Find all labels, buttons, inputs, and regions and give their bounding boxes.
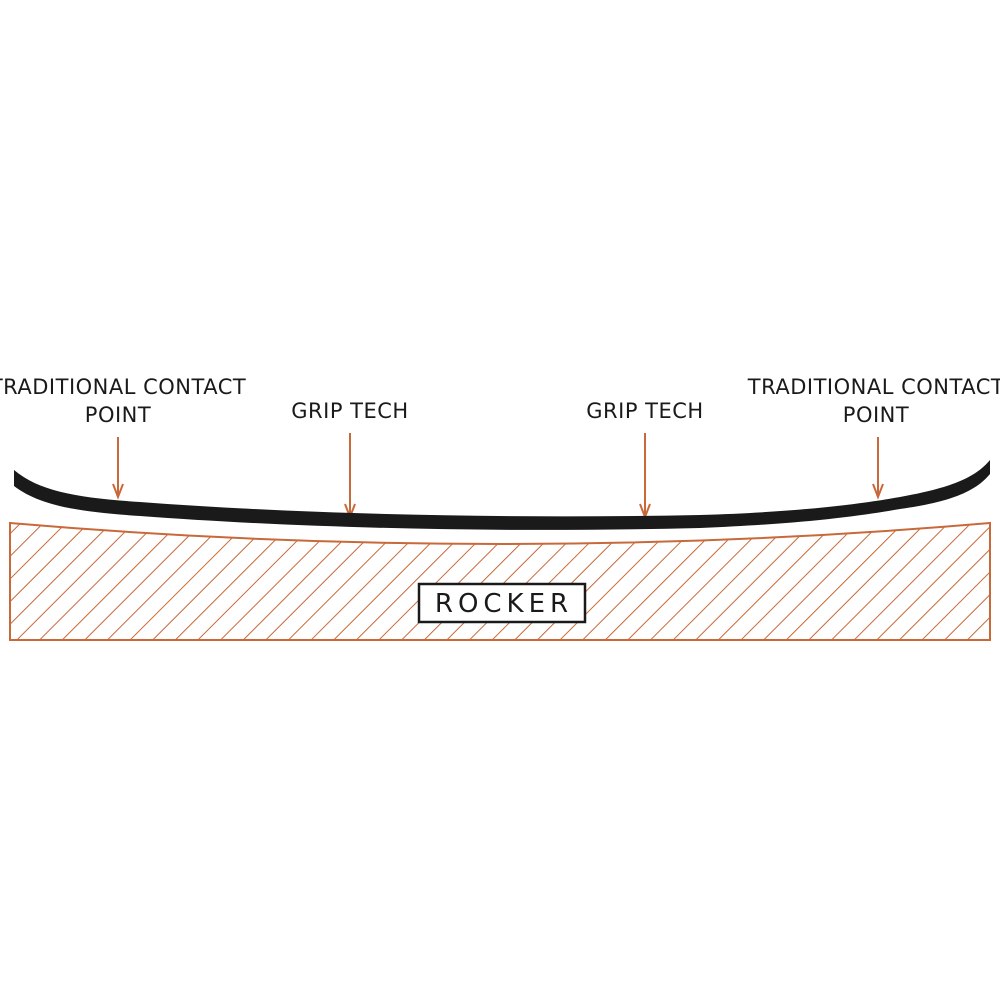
right-contact-label-line2: POINT (843, 403, 909, 427)
left-contact-label-line1: TRADITIONAL CONTACT (0, 375, 246, 399)
grip-tech-right-label: GRIP TECH (586, 399, 703, 423)
rocker-label: ROCKER (435, 589, 573, 619)
arrow-right-contact (872, 437, 884, 500)
left-contact-label-line2: POINT (85, 403, 151, 427)
rocker-label-box: ROCKER (417, 582, 587, 624)
arrow-grip-tech-right (639, 433, 651, 520)
board-profile (14, 460, 990, 530)
arrow-left-contact (112, 437, 124, 500)
right-contact-label-line1: TRADITIONAL CONTACT (747, 375, 1000, 399)
grip-tech-left-label: GRIP TECH (291, 399, 408, 423)
arrow-grip-tech-left (344, 433, 356, 520)
